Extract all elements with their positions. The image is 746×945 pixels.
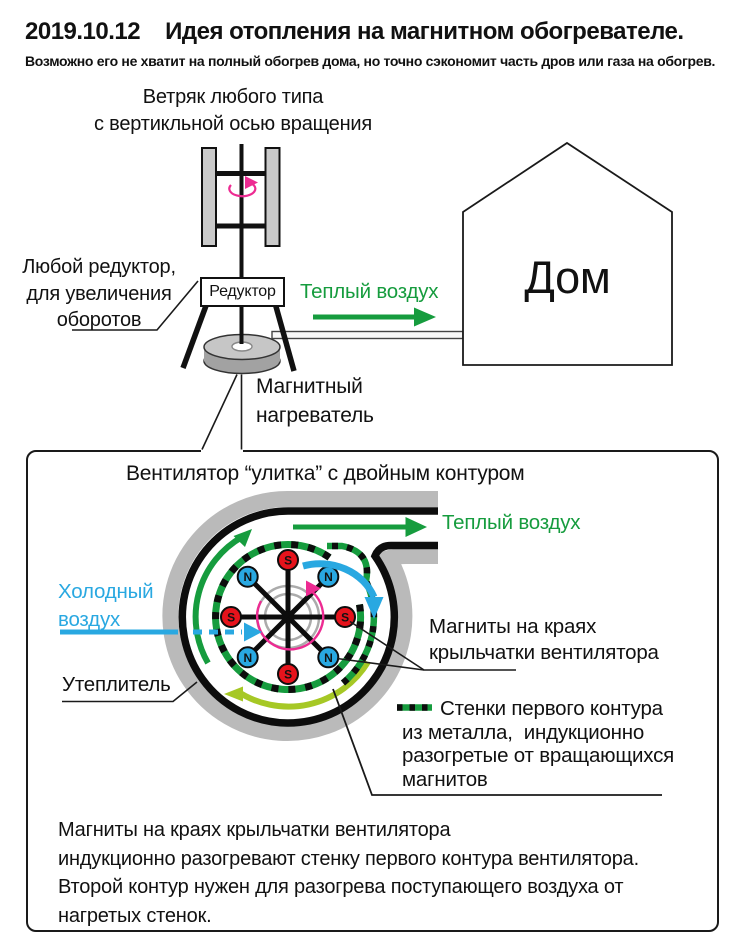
warm-air-pipe — [271, 330, 464, 340]
heater-label-line2: нагреватель — [256, 404, 374, 427]
heater-cylinder-side — [204, 347, 280, 362]
page-subtitle: Возможно его не хватит на полный обогрев… — [25, 53, 716, 69]
heater-cylinder-bottom — [203, 347, 281, 375]
heater-label: Магнитный нагреватель — [256, 372, 374, 430]
magnets-label-line2: крыльчатки вентилятора — [429, 641, 659, 664]
explanation-line2: индукционно разогревают стенку первого к… — [58, 847, 639, 870]
gearbox-callout-line1: Любой редуктор, — [22, 256, 176, 278]
explanation-line1: Магниты на краях крыльчатки вентилятора — [58, 819, 451, 841]
gearbox-callout-line3: оборотов — [56, 309, 142, 331]
explanation-line4: нагретых стенок. — [58, 904, 212, 927]
heater-shaft-hole — [231, 341, 253, 352]
zoom-line-left — [201, 374, 238, 450]
magnets-label-line1: Магниты на краях — [429, 615, 597, 638]
explanation-line3: Второй контур нужен для разогрева поступ… — [58, 876, 624, 899]
legend-line1: Стенки первого контура — [440, 697, 663, 720]
gearbox-label: Редуктор — [209, 283, 276, 300]
turbine-rotation-arc — [228, 180, 257, 198]
turbine-blade-left — [201, 147, 217, 247]
explanation-paragraph: Магниты на краях крыльчатки вентилятора … — [58, 816, 639, 930]
legend-line4: магнитов — [402, 767, 488, 791]
heater-label-line1: Магнитный — [256, 375, 363, 398]
turbine-blade-right — [264, 147, 281, 247]
turbine-label: Ветряк любого типа с вертикльной осью вр… — [93, 84, 373, 138]
legend-line3: разогретые от вращающихся — [402, 744, 675, 767]
gearbox-box: Редуктор — [200, 277, 285, 307]
page-title: Идея отопления на магнитном обогревателе… — [165, 18, 684, 45]
date-label: 2019.10.12 — [25, 18, 141, 45]
detail-box-title: Вентилятор “улитка” с двойным контуром — [126, 462, 525, 485]
tripod-leg-left — [180, 302, 210, 369]
turbine-label-line1: Ветряк любого типа — [142, 86, 324, 108]
legend-line2: из металла, индукционно — [402, 720, 645, 744]
first-contour-legend: Стенки первого контура из металла, индук… — [402, 697, 674, 791]
warm-air-arrowhead-upper-icon — [414, 307, 436, 327]
warm-air-label-upper: Теплый воздух — [300, 280, 439, 303]
turbine-label-line2: с вертикльной осью вращения — [93, 113, 373, 135]
gearbox-callout-line2: для увеличения — [26, 282, 172, 305]
heater-cylinder-top — [203, 333, 281, 361]
cold-air-label: Холодный воздух — [58, 578, 154, 633]
gearbox-callout-label: Любой редуктор, для увеличения оборотов — [19, 254, 179, 334]
turbine-rotation-arrowhead-icon — [245, 176, 258, 189]
magnets-callout-label: Магниты на краях крыльчатки вентилятора — [429, 614, 659, 666]
tripod-leg-right — [272, 302, 297, 372]
cold-air-line1: Холодный — [58, 580, 154, 603]
page-title-row: 2019.10.12 Идея отопления на магнитном о… — [25, 18, 684, 46]
insulation-label: Утеплитель — [62, 673, 171, 696]
house-label: Дом — [524, 252, 611, 303]
cold-air-line2: воздух — [58, 607, 121, 631]
warm-air-label-lower: Теплый воздух — [442, 511, 581, 534]
